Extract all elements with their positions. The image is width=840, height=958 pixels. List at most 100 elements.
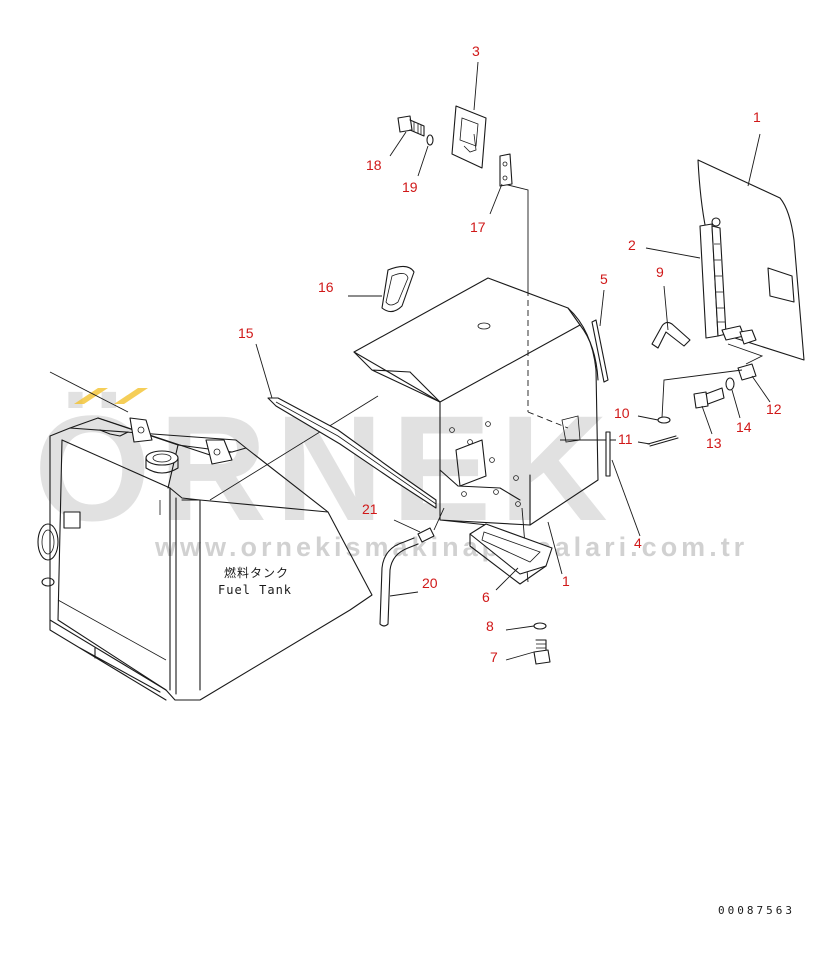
fuel-tank-lower-rim xyxy=(49,619,167,701)
tank-gauge-face xyxy=(41,529,55,555)
fuel-tank-corner-bead xyxy=(57,439,329,691)
callout-10: 10 xyxy=(614,405,630,421)
fuel-tank: 燃料タンク Fuel Tank xyxy=(37,371,373,701)
fuel-tank-body xyxy=(49,427,373,701)
callout-9: 9 xyxy=(656,264,664,280)
main-cover-hole-5 xyxy=(513,475,519,481)
main-cover-hole-3 xyxy=(467,439,473,445)
bolt-18-shank xyxy=(409,119,425,137)
bolt-7-thread xyxy=(536,643,546,649)
bolt-part-7 xyxy=(533,639,551,665)
callout-20: 20 xyxy=(422,575,438,591)
bracket-6-top xyxy=(469,523,553,575)
bolt-18-head xyxy=(397,115,413,133)
hidden-line-tank-leader xyxy=(49,371,129,413)
door-window xyxy=(767,267,795,303)
tank-bracket-left xyxy=(99,417,153,443)
leader-18 xyxy=(389,131,407,157)
leader-11 xyxy=(637,441,651,445)
main-cover-hole-4 xyxy=(489,457,495,463)
filler-neck xyxy=(145,450,179,474)
bolt-part-18 xyxy=(397,115,425,137)
latch-12-body xyxy=(737,363,757,381)
latch-part-12 xyxy=(721,325,757,381)
callout-19: 19 xyxy=(402,179,418,195)
callout-14: 14 xyxy=(736,419,752,435)
tank-sensor-box xyxy=(63,511,81,529)
tank-gauge-ring xyxy=(37,523,59,561)
callout-4: 4 xyxy=(634,535,642,551)
leader-8 xyxy=(505,625,535,631)
assembly-line-lock xyxy=(503,183,529,290)
leader-15 xyxy=(255,343,273,399)
callout-1-cover: 1 xyxy=(562,573,570,589)
callout-16: 16 xyxy=(318,279,334,295)
leader-14 xyxy=(731,389,741,419)
bracket-part-6 xyxy=(469,523,553,585)
leader-17 xyxy=(489,183,503,215)
strip-part-4 xyxy=(605,431,611,477)
leader-21 xyxy=(393,519,421,533)
main-cover-front-face xyxy=(409,371,531,526)
lock-plate-inner xyxy=(459,117,479,147)
bolt-13-head xyxy=(693,391,709,409)
weather-strip-part-5 xyxy=(591,319,609,383)
assembly-line-latch xyxy=(661,369,743,419)
fuel-tank-side-lines xyxy=(57,500,167,661)
watermark-accent-mark-left xyxy=(74,388,108,404)
latch-12-bracket-b xyxy=(739,329,757,345)
leader-6 xyxy=(495,567,519,591)
grommet-part-16 xyxy=(381,265,415,313)
leader-13 xyxy=(701,405,713,435)
leader-1-door xyxy=(747,133,761,187)
main-cover-part-1 xyxy=(353,277,599,526)
main-cover-fold xyxy=(353,324,599,403)
hidden-line-cover-edge xyxy=(527,411,569,429)
watermark-accent-mark-right xyxy=(114,388,148,404)
leader-lines xyxy=(255,61,771,661)
main-cover-side-edge xyxy=(439,469,521,501)
washer-part-8 xyxy=(533,622,547,630)
hinge-knuckles xyxy=(714,243,725,323)
callout-8: 8 xyxy=(486,618,494,634)
leader-5 xyxy=(599,289,605,327)
tank-gauge xyxy=(37,523,59,561)
tank-bracket-left-tab xyxy=(99,429,129,437)
tank-bracket-right xyxy=(205,439,233,465)
watermark: ÖRNEK www.ornekismakinaparcalari.com.tr xyxy=(34,384,748,562)
callout-2: 2 xyxy=(628,237,636,253)
tank-label-english: Fuel Tank xyxy=(218,583,292,597)
washer-part-14 xyxy=(725,377,735,391)
leader-2 xyxy=(645,247,701,259)
bracket-6-inner xyxy=(481,531,541,563)
filler-cap-body xyxy=(145,457,179,474)
pin-part-11 xyxy=(647,435,679,447)
hose-clamp-link xyxy=(433,507,445,531)
main-cover-hole-6 xyxy=(461,491,467,497)
leader-3 xyxy=(473,61,479,111)
leader-4 xyxy=(611,459,641,537)
main-cover-hole-1 xyxy=(449,427,455,433)
callout-1-door: 1 xyxy=(753,109,761,125)
callout-5: 5 xyxy=(600,271,608,287)
bracket-17-hole-top xyxy=(502,161,508,167)
document-number: 00087563 xyxy=(718,904,795,917)
tank-plug xyxy=(41,577,55,587)
watermark-url: www.ornekismakinaparcalari.com.tr xyxy=(154,532,748,562)
grommet-outer xyxy=(381,265,415,313)
watermark-brand: ÖRNEK xyxy=(34,384,616,552)
callout-18: 18 xyxy=(366,157,382,173)
main-cover-top-boss xyxy=(477,322,491,330)
hose-clamp-part-21 xyxy=(417,527,435,543)
leader-10 xyxy=(637,415,659,421)
main-cover-top xyxy=(353,277,581,403)
lock-part-3 xyxy=(451,105,487,169)
seal-strip-part-15-inner xyxy=(275,401,437,505)
leader-1-cover xyxy=(547,521,563,575)
leader-7 xyxy=(505,651,535,661)
filler-cap-top xyxy=(145,450,179,466)
filler-cap-inner xyxy=(152,453,172,463)
lock-plate xyxy=(451,105,487,169)
bracket-6-side xyxy=(469,533,547,585)
